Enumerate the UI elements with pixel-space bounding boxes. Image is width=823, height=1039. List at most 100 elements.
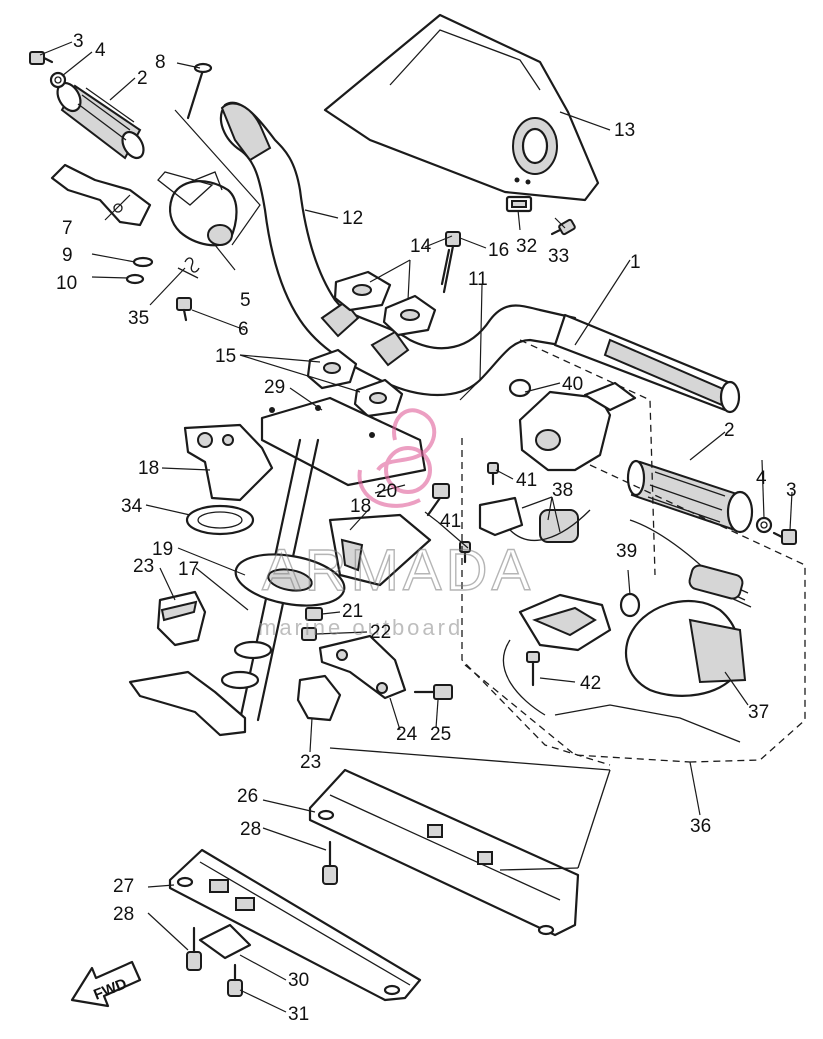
screw-33 (550, 218, 576, 236)
spring-35 (177, 257, 200, 279)
callout-2-right: 2 (724, 420, 735, 441)
assembly-outline-36 (461, 339, 806, 766)
callout-16: 16 (488, 240, 509, 261)
callout-8: 8 (155, 52, 166, 73)
callout-18-lower: 18 (350, 496, 371, 517)
spring (688, 564, 752, 608)
callout-17: 17 (178, 559, 199, 580)
rail-27 (168, 848, 422, 1002)
callout-38: 38 (552, 480, 573, 501)
bolt-16 (440, 231, 461, 294)
lower-holder-15b (353, 378, 404, 418)
callout-15: 15 (215, 346, 236, 367)
screw-6 (176, 297, 192, 322)
washer-10 (125, 273, 145, 285)
callout-23-lower: 23 (300, 752, 321, 773)
plate-19 (234, 553, 346, 607)
callout-26: 26 (237, 786, 258, 807)
cover-37 (624, 600, 747, 697)
callout-11: 11 (468, 269, 488, 290)
steering-arm-18a (183, 423, 274, 502)
fwd-arrow: FWD (70, 960, 142, 1008)
bracket-30 (198, 923, 252, 960)
clip-9 (132, 256, 154, 268)
washer-4-left (49, 71, 67, 89)
callout-33: 33 (548, 246, 569, 267)
callout-39: 39 (616, 541, 637, 562)
cover-bracket-32 (505, 195, 533, 213)
callout-28-upper: 28 (240, 819, 261, 840)
watermark-sub: marine outboard (258, 615, 463, 640)
callout-36: 36 (690, 816, 711, 837)
callout-20: 20 (376, 481, 397, 502)
lower-holder-15a (306, 348, 358, 390)
callout-10: 10 (56, 273, 77, 294)
callout-27: 27 (113, 876, 134, 897)
outline-36-lower (329, 747, 611, 871)
throttle-lever-7 (50, 163, 152, 227)
screw-42 (526, 651, 540, 687)
switch-38 (478, 496, 591, 543)
lower-arm (128, 640, 273, 737)
callout-5: 5 (240, 290, 251, 311)
callout-37: 37 (748, 702, 769, 723)
callout-4-left: 4 (95, 40, 106, 61)
washer-4-right (755, 516, 773, 534)
clip-39 (619, 592, 641, 618)
callout-18-upper: 18 (138, 458, 159, 479)
watermark-logo (357, 408, 437, 508)
bolt-28b (186, 926, 202, 971)
watermark: ARMADA marine outboard (258, 408, 534, 640)
bolt-25 (413, 684, 453, 700)
left-grip (56, 81, 145, 160)
callout-40: 40 (562, 374, 583, 395)
callout-22: 22 (370, 622, 391, 643)
column-bracket-29 (260, 396, 427, 487)
callout-numbers: 3 4 2 8 13 12 7 9 10 5 35 6 14 16 32 33 … (56, 31, 797, 1025)
callout-32: 32 (516, 236, 537, 257)
leader-lines (39, 41, 793, 1013)
callout-3-left: 3 (73, 31, 84, 52)
callout-42: 42 (580, 673, 601, 694)
screw-3-right (772, 529, 797, 545)
right-grip (626, 459, 754, 534)
upper-holder-14a (333, 270, 392, 312)
callout-21: 21 (342, 601, 363, 622)
watermark-brand: ARMADA (262, 538, 534, 603)
bushing-23a (156, 590, 207, 647)
handlebar (219, 101, 741, 414)
handlebar-cover (323, 13, 600, 202)
callout-14: 14 (410, 236, 432, 257)
screw-41a (487, 462, 499, 486)
steering-arm-18b (328, 513, 432, 587)
callout-1: 1 (630, 252, 641, 273)
throttle-housing-5 (157, 109, 261, 247)
callout-41-lower: 41 (440, 511, 461, 532)
pin-8 (186, 62, 213, 120)
screw-3-left (29, 51, 54, 65)
seal-34 (185, 504, 255, 536)
upper-holder-14b (382, 294, 437, 337)
callout-4-right: 4 (756, 468, 767, 489)
callout-24: 24 (396, 724, 418, 745)
callout-30: 30 (288, 970, 309, 991)
callout-28-lower: 28 (113, 904, 134, 925)
callout-3-right: 3 (786, 480, 797, 501)
callout-41-upper: 41 (516, 470, 537, 491)
callout-34: 34 (121, 496, 143, 517)
clamp-24 (318, 634, 407, 700)
callout-35: 35 (128, 308, 149, 329)
callout-29: 29 (264, 377, 285, 398)
rail-26 (308, 768, 580, 937)
bolt-20 (426, 483, 450, 517)
bolt-31 (227, 963, 243, 997)
callout-9: 9 (62, 245, 73, 266)
callout-23-upper: 23 (133, 556, 154, 577)
callout-31: 31 (288, 1004, 309, 1025)
bushing-23b (296, 674, 342, 722)
callout-13: 13 (614, 120, 635, 141)
callout-6: 6 (238, 319, 249, 340)
bolt-28a (322, 840, 338, 885)
switch-body (518, 593, 612, 652)
